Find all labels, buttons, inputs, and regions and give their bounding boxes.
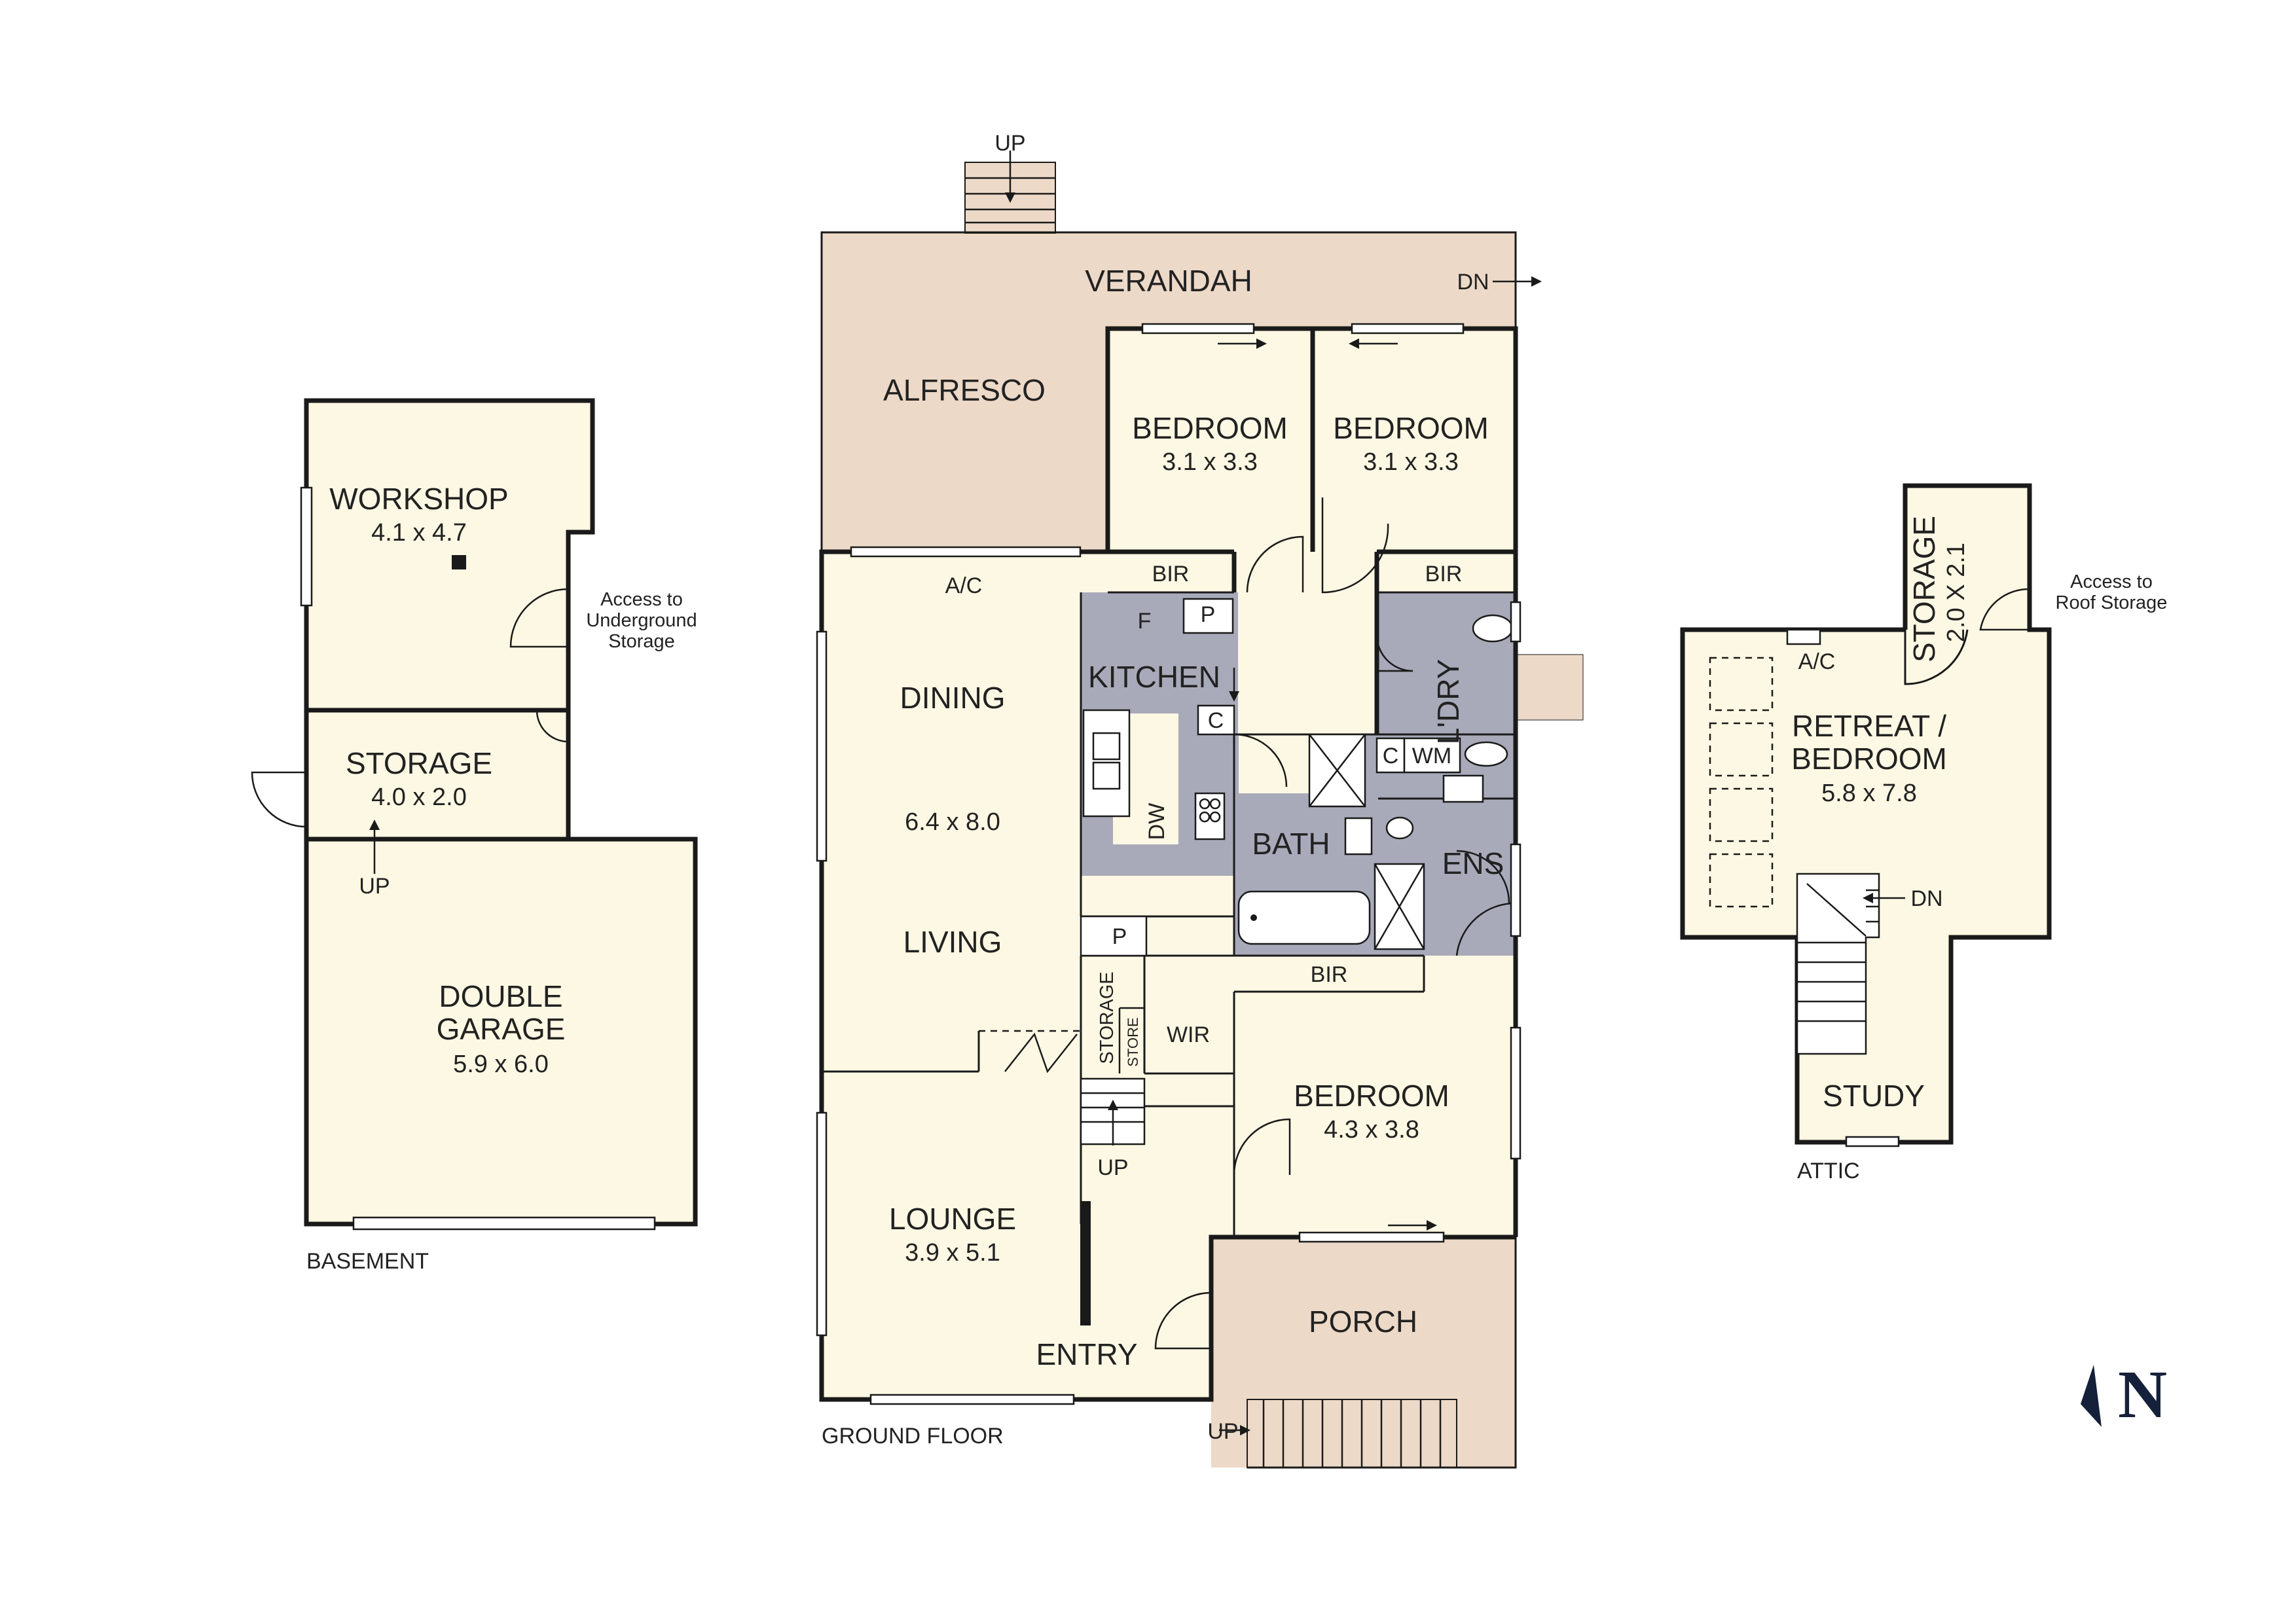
- pantry-2-label: P: [1112, 924, 1127, 949]
- verandah-label: VERANDAH: [1085, 264, 1252, 298]
- dining-ac-label: A/C: [945, 573, 983, 598]
- retreat-label-1: RETREAT /: [1792, 709, 1946, 743]
- cupboard-1-label: C: [1208, 708, 1224, 733]
- ground-floor-level: UP VERANDAH DN ALFRESCO BEDROOM 3.1 x 3.…: [816, 131, 1584, 1469]
- retreat-dim: 5.8 x 7.8: [1821, 780, 1917, 807]
- north-arrow-icon: [2081, 1365, 2102, 1427]
- retreat-label-2: BEDROOM: [1791, 742, 1947, 776]
- study-label: STUDY: [1823, 1079, 1925, 1113]
- basement-up-label: UP: [359, 874, 390, 899]
- north-compass: N: [2081, 1357, 2167, 1432]
- attic-storage-label: STORAGE: [1907, 516, 1941, 662]
- attic-ac-label: A/C: [1798, 649, 1836, 674]
- lounge-label: LOUNGE: [889, 1202, 1016, 1236]
- workshop-dim: 4.1 x 4.7: [371, 519, 467, 547]
- workshop-label: WORKSHOP: [329, 482, 508, 516]
- storage-label: STORAGE: [1097, 971, 1118, 1064]
- stair-up-label: UP: [1097, 1155, 1128, 1180]
- living-label: LIVING: [903, 925, 1002, 959]
- bath-label: BATH: [1252, 827, 1330, 861]
- bir-3-label: BIR: [1311, 962, 1348, 987]
- lounge-dim: 3.9 x 5.1: [905, 1239, 1000, 1267]
- basement-access-note-2: Underground: [586, 610, 697, 631]
- back-steps-up-label: UP: [994, 131, 1025, 156]
- porch-label: PORCH: [1309, 1305, 1417, 1339]
- basement-storage-dim: 4.0 x 2.0: [371, 784, 467, 811]
- porch-up-label: UP: [1207, 1419, 1238, 1444]
- attic-access-note-1: Access to: [2070, 571, 2153, 592]
- bedroom-1-dim: 3.1 x 3.3: [1162, 448, 1258, 476]
- garage-label-1: DOUBLE: [439, 979, 562, 1013]
- kitchen-label: KITCHEN: [1088, 660, 1220, 694]
- attic-storage-dim: 2.0 X 2.1: [1942, 543, 1970, 642]
- washing-machine-label: WM: [1412, 744, 1451, 768]
- bir-2-label: BIR: [1425, 562, 1463, 586]
- wir-label: WIR: [1167, 1022, 1210, 1047]
- basement-storage-label: STORAGE: [346, 746, 492, 780]
- ensuite-label: ENS: [1442, 846, 1504, 880]
- bedroom-3-dim: 4.3 x 3.8: [1324, 1116, 1419, 1144]
- basement-access-note-3: Storage: [608, 631, 675, 652]
- alfresco-label: ALFRESCO: [883, 373, 1046, 407]
- fridge-label: F: [1138, 609, 1152, 634]
- bedroom-3-label: BEDROOM: [1294, 1079, 1449, 1113]
- cupboard-2-label: C: [1383, 744, 1399, 768]
- verandah-dn-label: DN: [1457, 270, 1489, 295]
- attic-level: STORAGE 2.0 X 2.1 Access to Roof Storage…: [1680, 483, 2168, 1183]
- basement-level: WORKSHOP 4.1 x 4.7 Access to Underground…: [251, 398, 698, 1274]
- dishwasher-label: DW: [1144, 803, 1169, 840]
- basement-level-label: BASEMENT: [306, 1249, 429, 1274]
- ground-floor-level-label: GROUND FLOOR: [822, 1424, 1004, 1449]
- bir-1-label: BIR: [1152, 562, 1190, 586]
- bedroom-2-dim: 3.1 x 3.3: [1363, 448, 1459, 476]
- entry-label: ENTRY: [1036, 1337, 1137, 1371]
- pantry-1-label: P: [1201, 602, 1216, 627]
- garage-label-2: GARAGE: [437, 1012, 566, 1046]
- basement-access-note-1: Access to: [600, 589, 683, 610]
- garage-dim: 5.9 x 6.0: [453, 1051, 549, 1078]
- attic-level-label: ATTIC: [1797, 1159, 1860, 1183]
- attic-access-note-2: Roof Storage: [2056, 592, 2168, 613]
- bedroom-1-label: BEDROOM: [1132, 411, 1288, 445]
- store-label: STORE: [1125, 1017, 1141, 1066]
- north-label: N: [2118, 1357, 2167, 1432]
- laundry-label: L'DRY: [1431, 659, 1465, 745]
- dining-living-dim: 6.4 x 8.0: [905, 808, 1000, 836]
- attic-dn-label: DN: [1910, 886, 1942, 911]
- dining-label: DINING: [900, 681, 1006, 715]
- bedroom-2-label: BEDROOM: [1333, 411, 1489, 445]
